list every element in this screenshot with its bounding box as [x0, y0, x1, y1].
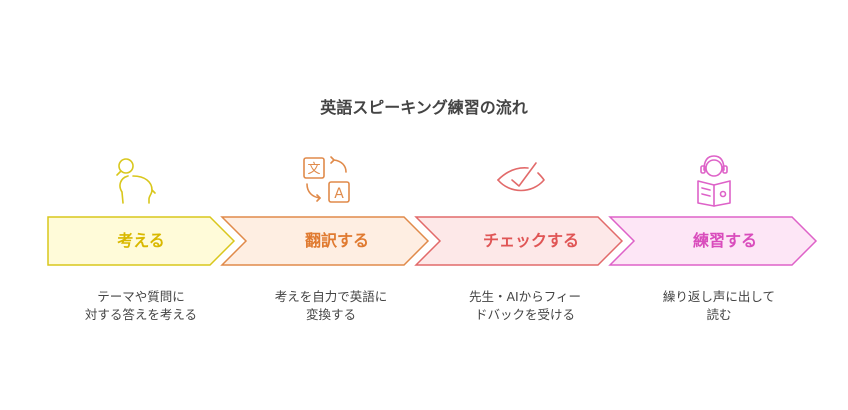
- step-3-description: 先生・AIからフィー ドバックを受ける: [440, 288, 610, 324]
- step-2-description-line: 考えを自力で英語に: [274, 289, 388, 304]
- eye-check-icon: [497, 162, 545, 192]
- step-1-label: 考える: [117, 231, 165, 250]
- step-4-arrow: [608, 216, 818, 266]
- step-1-description: テーマや質問に 対する答えを考える: [56, 288, 226, 324]
- step-4-description-line: 読む: [706, 307, 732, 322]
- step-2-label: 翻訳する: [304, 231, 369, 250]
- step-1-arrow: [47, 216, 236, 266]
- step-2-description: 考えを自力で英語に 変換する: [246, 288, 416, 324]
- step-4-description-line: 繰り返し声に出して: [662, 289, 776, 304]
- step-4-label: 練習する: [692, 231, 757, 250]
- step-1-description-line: 対する答えを考える: [84, 307, 198, 322]
- step-4-description: 繰り返し声に出して 読む: [634, 288, 804, 324]
- step-3-label: チェックする: [482, 231, 579, 250]
- headphones-reading-icon: [697, 155, 731, 207]
- translate-icon: 文 A: [303, 156, 350, 203]
- svg-text:文: 文: [307, 162, 320, 177]
- step-1-description-line: テーマや質問に: [97, 289, 185, 304]
- head-thinking-icon: [116, 158, 156, 204]
- step-3-description-line: ドバックを受ける: [474, 307, 575, 322]
- step-3-arrow: [414, 216, 624, 266]
- diagram-title: 英語スピーキング練習の流れ: [320, 98, 528, 117]
- step-2-description-line: 変換する: [305, 307, 356, 322]
- step-3-description-line: 先生・AIからフィー: [469, 289, 581, 304]
- step-2-arrow: [220, 216, 430, 266]
- svg-text:A: A: [334, 186, 344, 202]
